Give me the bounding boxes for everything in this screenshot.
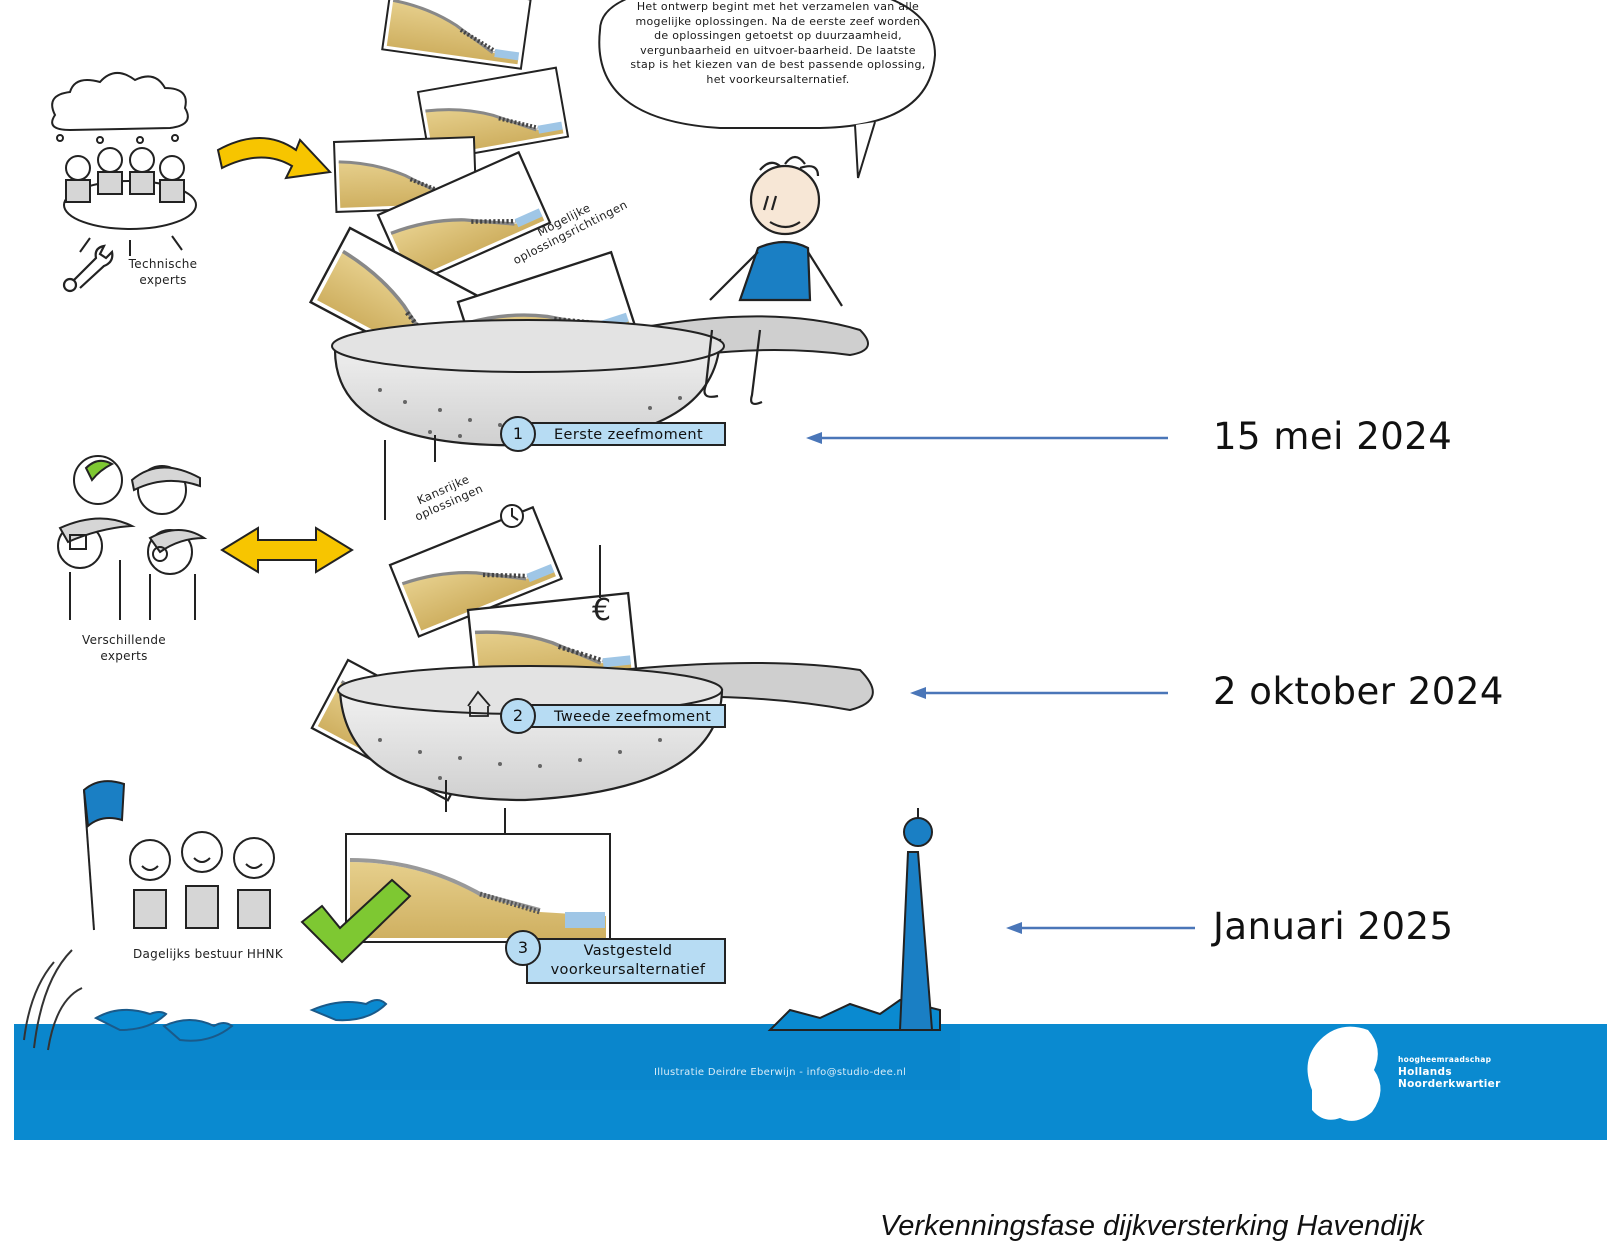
board-drawing [82, 780, 275, 931]
technical-experts-label: Technische experts [128, 257, 198, 287]
speech-bubble [598, 0, 937, 179]
person-sitting [703, 155, 843, 405]
various-experts-label: Verschillende experts [82, 633, 166, 663]
page-caption: Verkenningsfase dijkversterking Havendij… [880, 1210, 1424, 1242]
hhnk-logo-icon [1307, 1026, 1381, 1121]
step-3-label: Vastgesteld voorkeursalternatief [526, 938, 726, 984]
step-1-date: 15 mei 2024 [1213, 415, 1453, 458]
technical-experts-drawing [51, 72, 197, 256]
wrench-icon [62, 244, 114, 293]
step-3-date: Januari 2025 [1213, 905, 1454, 948]
step-3-number: 3 [505, 930, 541, 966]
step-1-label: Eerste zeefmoment [506, 422, 726, 446]
yellow-curved-arrow [216, 137, 333, 180]
sieve-1 [331, 315, 869, 520]
speech-bubble-text: Het ontwerp begint met het verzamelen va… [630, 0, 926, 86]
various-experts-drawing [57, 455, 208, 620]
svg-text:€: € [592, 593, 611, 628]
brand-line-1: hoogheemraadschap [1398, 1055, 1492, 1064]
brand-line-3: Noorderkwartier [1398, 1078, 1501, 1090]
yellow-double-arrow [220, 526, 354, 574]
step-2-date: 2 oktober 2024 [1213, 670, 1504, 713]
lighthouse-drawing [767, 808, 941, 1031]
step-2-label: Tweede zeefmoment [506, 704, 726, 728]
sieve-2 [337, 661, 874, 812]
brand-name: hoogheemraadschap Hollands Noorderkwarti… [1398, 1054, 1501, 1090]
step-2-number: 2 [500, 698, 536, 734]
checkmark-icon [300, 878, 412, 964]
brand-line-2: Hollands [1398, 1066, 1452, 1078]
promising-cards: € [312, 504, 637, 850]
illustration-credit: Illustratie Deirdre Eberwijn - info@stud… [654, 1067, 907, 1078]
grass-and-birds [23, 949, 388, 1051]
step-1-number: 1 [500, 416, 536, 452]
board-label: Dagelijks bestuur HHNK [132, 947, 284, 961]
